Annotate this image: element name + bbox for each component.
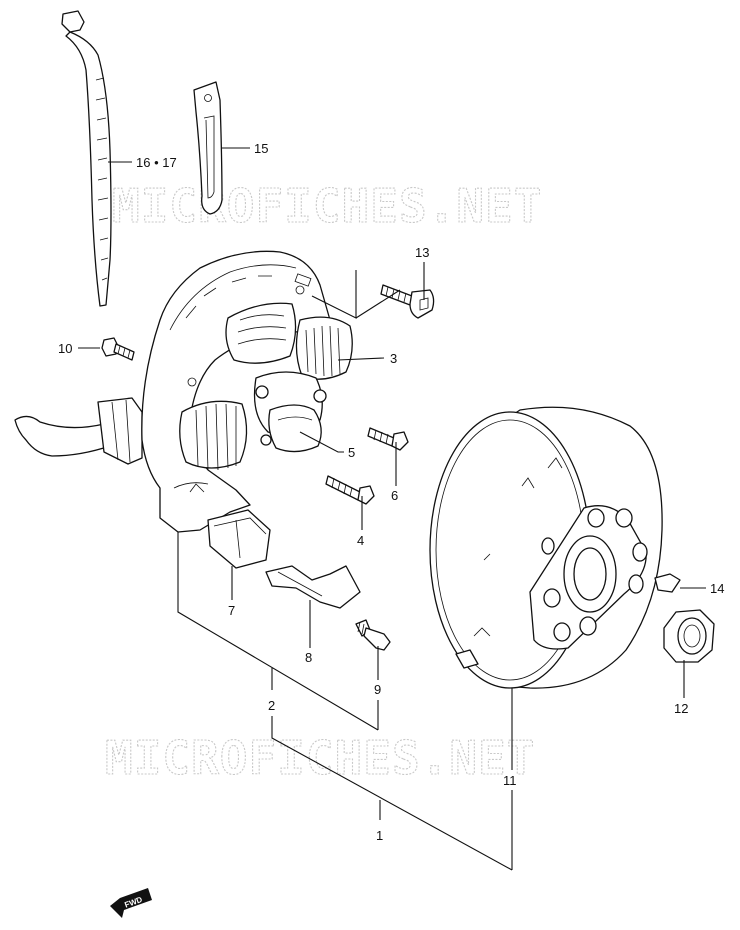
bracket-8-part [265,565,361,609]
label-8: 8 [305,650,312,665]
label-14: 14 [710,581,724,596]
pickup-coil-part [268,404,322,453]
label-10: 10 [58,341,72,356]
label-15: 15 [254,141,268,156]
label-5: 5 [348,445,355,460]
label-12: 12 [674,701,688,716]
screw-9-part [355,619,391,651]
bolt-10-part [101,337,135,361]
screw-4-part [325,475,375,505]
wire-harness-part [14,397,143,465]
label-16-17: 16 • 17 [136,155,177,170]
watermark-top: MICROFICHES.NET [112,179,542,233]
label-11: 11 [503,773,517,788]
key-14-part [654,573,681,593]
label-13: 13 [415,245,429,260]
flywheel-rotor-part [429,406,663,689]
connector-7-part [207,509,271,569]
label-3: 3 [390,351,397,366]
watermark-bottom: MICROFICHES.NET [105,731,535,785]
label-9: 9 [374,682,381,697]
part-labels: 16 • 17 15 13 3 10 5 6 4 7 14 8 9 2 12 1… [58,141,724,843]
leader-lines [78,147,706,871]
bolt-13-part [380,284,435,319]
label-7: 7 [228,603,235,618]
label-1: 1 [376,828,383,843]
label-2: 2 [268,698,275,713]
label-6: 6 [391,488,398,503]
label-4: 4 [357,533,364,548]
clamp-strip-part [193,81,223,215]
screw-6-part [367,427,409,451]
nut-12-part [663,609,715,663]
fwd-direction-badge: FWD [110,888,152,918]
cable-tie-part [61,10,112,307]
